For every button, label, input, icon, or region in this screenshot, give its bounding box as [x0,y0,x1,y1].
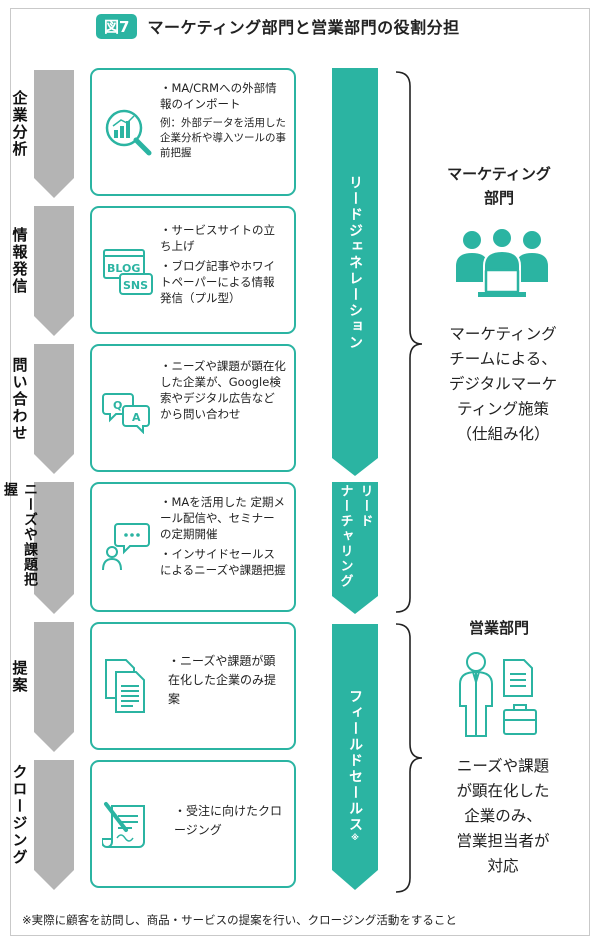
sales-desc-line-4: 営業担当者が [456,832,550,850]
phase-label-lead-nurturing-line1: リード [357,484,373,529]
card-2-item-1: ・サービスサイトの立ち上げ [160,223,275,253]
svg-text:BLOG: BLOG [107,262,140,275]
card-5-item-1: ・ニーズや課題が顕在化した企業のみ提案 [168,654,277,706]
blog-sns-icon: BLOG SNS [103,249,153,295]
stage-label-5: 提案 [10,660,29,694]
svg-text:A: A [132,411,141,424]
card-2-item-2: ・ブログ記事やホワイトペーパーによる情報発信（プル型） [160,259,275,305]
svg-text:SNS: SNS [123,279,148,292]
marketing-department-title-line1: マーケティング [447,165,551,183]
field-sales-note-mark: ※ [350,832,360,844]
stage-label-3: 問い合わせ [10,356,29,442]
marketing-brace [395,71,423,613]
sales-desc-line-3: 企業のみ、 [464,807,542,825]
stage-chevron-5 [34,622,74,752]
sales-brace [395,623,423,893]
documents-icon [105,659,145,713]
sales-desc-line-1: ニーズや課題 [456,757,550,775]
stage-label-4: ニーズや課題把握 [2,482,38,587]
card-4-item-2: ・インサイドセールスによるニーズや課題把握 [160,547,286,577]
card-1-item-1: ・MA/CRMへの外部情報のインポート [160,81,277,111]
stage-label-2: 情報発信 [10,227,29,295]
card-3-item-1: ・ニーズや課題が顕在化した企業が、Google検索やデジタル広告などから問い合わ… [160,359,286,421]
card-1-example: 例：外部データを活用した企業分析や導入ツールの事前把握 [160,117,286,159]
marketing-desc-line-3: デジタルマーケ [448,375,558,393]
stage-chevron-2 [34,206,74,336]
phase-label-lead-generation: リードジェネレーション [347,175,363,351]
marketing-desc-line-2: チームによる、 [449,350,557,368]
marketing-team-icon [456,227,548,297]
phase-arrow-lead-nurturing [332,482,378,614]
stage-chevron-4 [34,482,74,614]
marketing-desc-line-4: ティング施策 [456,400,550,418]
sales-desc-line-2: が顕在化した [456,782,550,800]
person-chat-icon [102,523,150,571]
stage-chevron-6 [34,760,74,890]
contract-pen-icon [102,802,145,848]
svg-text:Q: Q [113,399,122,412]
phase-arrow-field-sales [332,624,378,890]
phase-label-lead-nurturing: リード ナーチャリング [334,484,376,596]
figure-number: 図7 [96,13,138,39]
card-needs-assessment: ・MAを活用した 定期メール配信や、セミナーの定期開催 ・インサイドセールスによ… [90,482,296,612]
stage-chevron-3 [34,344,74,474]
figure-title-text: マーケティング部門と営業部門の役割分担 [147,18,460,37]
qa-bubbles-icon: Q A [102,393,150,434]
card-information-dissemination: BLOG SNS ・サービスサイトの立ち上げ ・ブログ記事やホワイトペーパーによ… [90,206,296,334]
marketing-department-title-line2: 部門 [483,189,514,207]
sales-desc-line-5: 対応 [487,857,519,875]
phase-label-lead-nurturing-line2: ナーチャリング [337,484,353,589]
card-4-item-1: ・MAを活用した 定期メール配信や、セミナーの定期開催 [160,495,285,541]
footnote: ※実際に顧客を訪問し、商品・サービスの提案を行い、クロージング活動をすること [22,913,457,927]
card-proposal: ・ニーズや課題が顕在化した企業のみ提案 [90,622,296,750]
marketing-department-title: マーケティング 部門 [424,162,574,210]
phase-arrow-lead-generation [332,68,378,476]
card-6-item-1: ・受注に向けたクロージング [174,804,283,837]
figure-title: 図7 マーケティング部門と営業部門の役割分担 [96,12,460,40]
card-inquiry: Q A ・ニーズや課題が顕在化した企業が、Google検索やデジタル広告などから… [90,344,296,472]
sales-department-title: 営業部門 [468,619,529,637]
salesperson-icon [459,652,537,737]
magnifier-chart-icon [105,109,152,156]
stage-chevron-1 [34,70,74,198]
marketing-desc-line-1: マーケティング [449,325,557,343]
sales-department-description: ニーズや課題 が顕在化した 企業のみ、 営業担当者が 対応 [428,754,578,879]
card-closing: ・受注に向けたクロージング [90,760,296,888]
card-company-analysis: ・MA/CRMへの外部情報のインポート 例：外部データを活用した企業分析や導入ツ… [90,68,296,196]
phase-label-field-sales-text: フィールドセールス [347,688,363,833]
marketing-department-description: マーケティング チームによる、 デジタルマーケ ティング施策 （仕組み化） [428,322,578,447]
stage-label-6: クロージング [10,764,29,866]
phase-label-field-sales: フィールドセールス※ [332,676,378,856]
stage-label-1: 企業分析 [10,90,29,158]
marketing-desc-line-5: （仕組み化） [456,425,550,443]
